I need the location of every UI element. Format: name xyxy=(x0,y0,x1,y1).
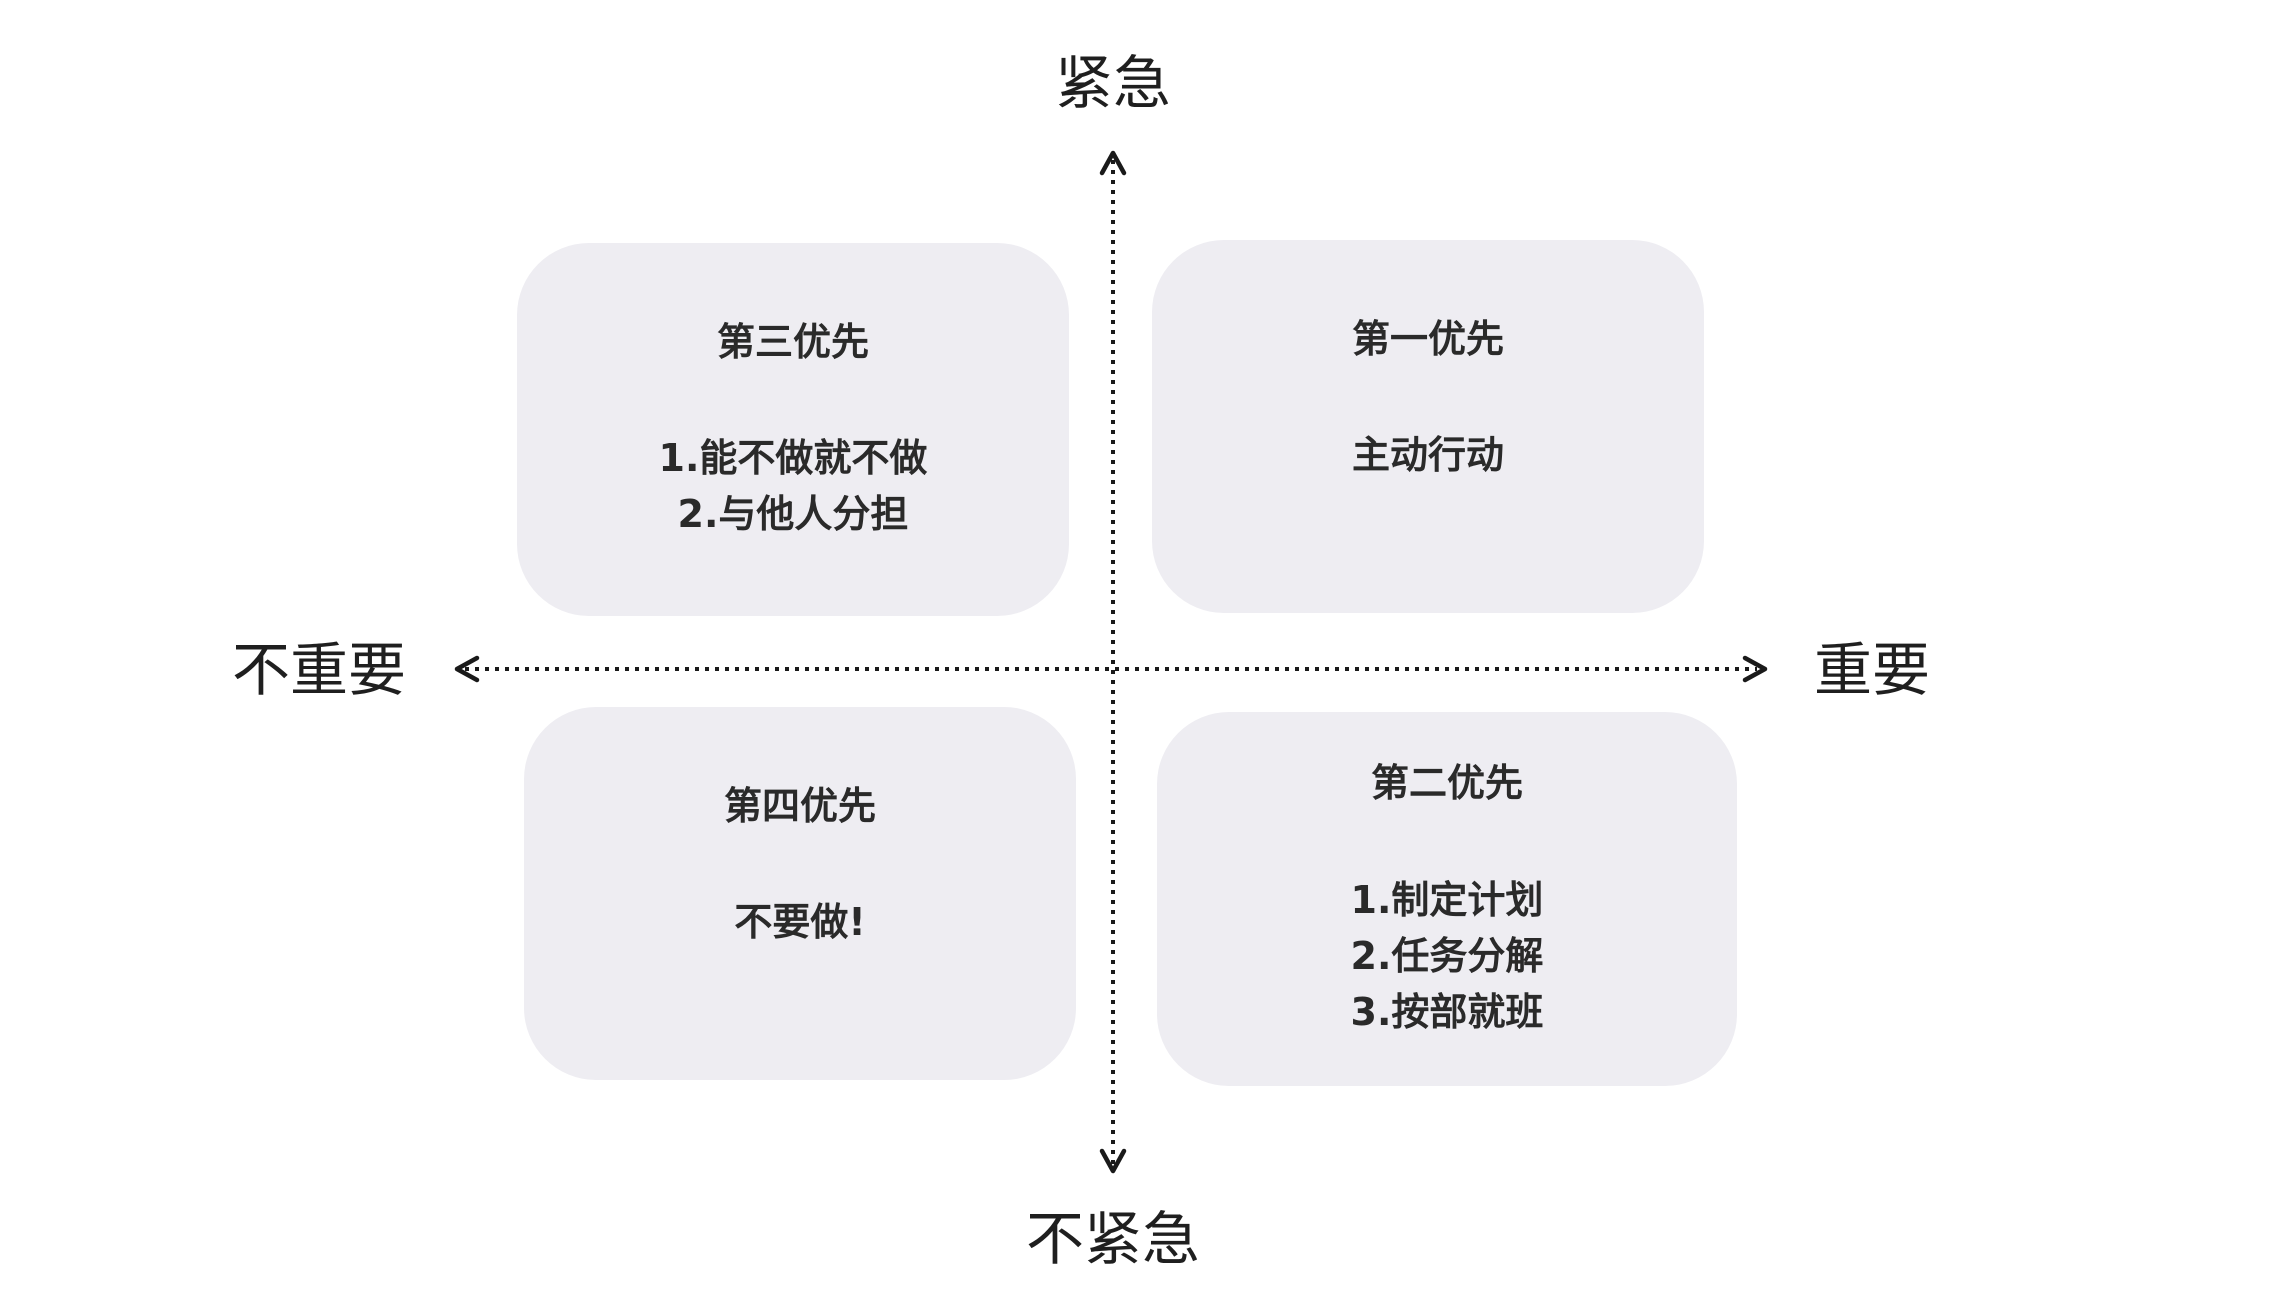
quadrant-items: 1.制定计划 2.任务分解 3.按部就班 xyxy=(1157,872,1737,1040)
quadrant-item: 不要做! xyxy=(734,900,866,944)
axis-label-urgent: 紧急 xyxy=(1054,49,1172,117)
axis-label-not-urgent: 不紧急 xyxy=(1025,1205,1201,1273)
arrow-up-icon xyxy=(1099,150,1127,176)
axis-label-important: 重要 xyxy=(1814,636,1931,704)
quadrant-item: 1.能不做就不做 xyxy=(658,436,928,480)
quadrant-title: 第二优先 xyxy=(1370,761,1523,805)
quadrant-item: 2.与他人分担 xyxy=(677,492,909,536)
quadrant-item: 3.按部就班 xyxy=(1350,990,1544,1034)
quadrant-items: 1.能不做就不做 2.与他人分担 xyxy=(517,430,1069,542)
arrow-down-icon xyxy=(1099,1148,1127,1174)
quadrant-second-priority: 第二优先 1.制定计划 2.任务分解 3.按部就班 xyxy=(1157,712,1737,1086)
quadrant-item: 2.任务分解 xyxy=(1350,934,1544,978)
arrow-left-icon xyxy=(454,655,480,683)
quadrant-items: 主动行动 xyxy=(1152,427,1704,483)
quadrant-first-priority: 第一优先 主动行动 xyxy=(1152,240,1704,613)
quadrant-title: 第四优先 xyxy=(723,784,876,828)
axis-label-not-important: 不重要 xyxy=(232,636,407,704)
quadrant-fourth-priority: 第四优先 不要做! xyxy=(524,707,1076,1080)
quadrant-item: 1.制定计划 xyxy=(1350,878,1544,922)
quadrant-item: 主动行动 xyxy=(1351,433,1504,477)
quadrant-title: 第一优先 xyxy=(1351,317,1504,361)
quadrant-title: 第三优先 xyxy=(716,320,869,364)
quadrant-items: 不要做! xyxy=(524,894,1076,950)
quadrant-third-priority: 第三优先 1.能不做就不做 2.与他人分担 xyxy=(517,243,1069,616)
arrow-right-icon xyxy=(1742,655,1768,683)
